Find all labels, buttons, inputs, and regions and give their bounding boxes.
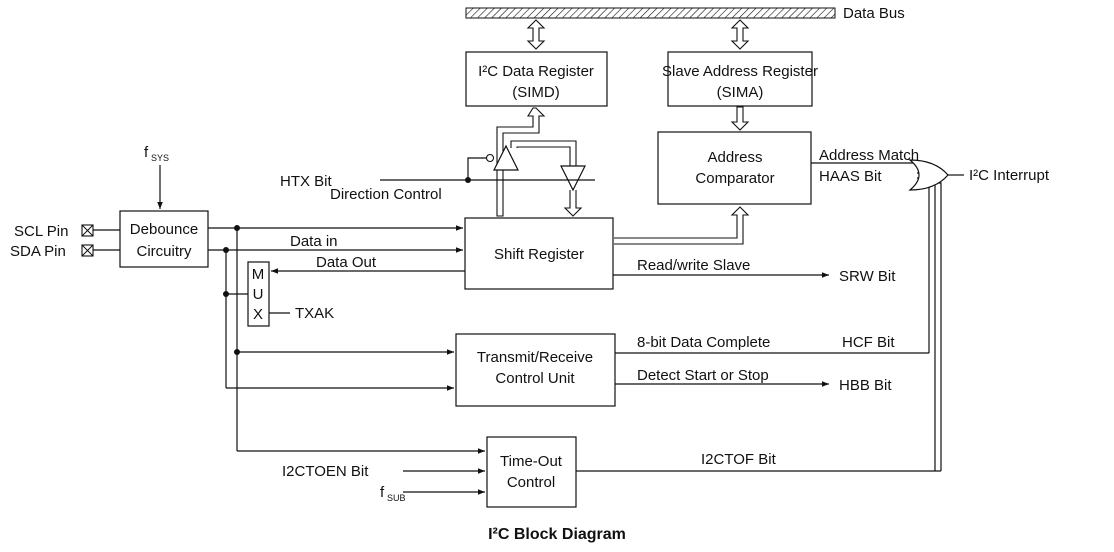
read-write-slave-label: Read/write Slave	[637, 257, 750, 274]
debounce-circuitry-block	[119, 210, 209, 268]
sima-to-comparator-arrow	[730, 106, 750, 131]
trcu-scl-junction	[234, 349, 240, 355]
debounce-title: Debounce	[130, 221, 198, 238]
scl-pin-icon	[81, 224, 94, 237]
address-comparator-block	[657, 131, 812, 205]
txak-label: TXAK	[295, 305, 334, 322]
htx-to-buffer-line	[467, 157, 486, 180]
simd-out-bus	[496, 107, 546, 217]
fsys-label: f	[144, 144, 149, 161]
htx-bit-label: HTX Bit	[280, 173, 333, 190]
i2ctof-feed-wire	[917, 177, 936, 471]
fsub-subscript: SUB	[387, 493, 406, 503]
fsys-subscript: SYS	[151, 153, 169, 163]
time-out-control-block	[486, 436, 577, 508]
inverter-bubble	[485, 153, 495, 163]
fsub-label: f	[380, 484, 385, 501]
direction-control-label: Direction Control	[330, 186, 442, 203]
trcu-subtitle: Control Unit	[495, 370, 575, 387]
data-in-label: Data in	[290, 233, 338, 250]
srw-bit-label: SRW Bit	[839, 268, 896, 285]
timeout-subtitle: Control	[507, 474, 555, 491]
sda-pin-label: SDA Pin	[10, 243, 66, 260]
comparator-subtitle: Comparator	[695, 170, 774, 187]
haas-bit-label: HAAS Bit	[819, 168, 882, 185]
shift-register-title: Shift Register	[494, 246, 584, 263]
hcf-feed-line	[917, 172, 930, 353]
address-match-label: Address Match	[819, 147, 919, 164]
transmit-receive-control-block	[455, 333, 616, 407]
data-bus-label: Data Bus	[843, 5, 905, 22]
data-bus-bar	[465, 7, 836, 19]
diagram-caption: I²C Block Diagram	[488, 526, 626, 543]
hbb-bit-label: HBB Bit	[839, 377, 892, 394]
tristate-buffer-up	[493, 144, 519, 171]
sima-bus-arrow	[730, 19, 750, 50]
i2c-interrupt-label: I²C Interrupt	[969, 167, 1050, 184]
trcu-title: Transmit/Receive	[477, 349, 593, 366]
simd-in-bus-top	[510, 140, 577, 166]
timeout-title: Time-Out	[500, 453, 563, 470]
hcf-bit-label: HCF Bit	[842, 334, 895, 351]
or-gate	[908, 159, 949, 191]
eight-bit-complete-label: 8-bit Data Complete	[637, 334, 770, 351]
sima-subtitle: (SIMA)	[717, 84, 764, 101]
sima-register-block	[667, 51, 813, 107]
simd-title: I²C Data Register	[478, 63, 594, 80]
simd-subtitle: (SIMD)	[512, 84, 560, 101]
simd-bus-arrow	[526, 19, 546, 50]
shift-to-comparator-bus	[614, 206, 750, 245]
i2ctof-bit-label: I2CTOF Bit	[701, 451, 777, 468]
mux-letter-u: U	[253, 286, 264, 303]
sima-title: Slave Address Register	[662, 63, 818, 80]
debounce-subtitle: Circuitry	[137, 243, 192, 260]
detect-start-stop-label: Detect Start or Stop	[637, 367, 769, 384]
data-out-label: Data Out	[316, 254, 377, 271]
shift-in-bus-arrow	[563, 190, 583, 217]
comparator-title: Address	[707, 149, 762, 166]
mux-letter-x: X	[253, 306, 263, 323]
simd-register-block	[465, 51, 608, 107]
scl-pin-label: SCL Pin	[14, 223, 68, 240]
mux-letter-m: M	[252, 266, 265, 283]
shift-register-block	[464, 217, 614, 290]
mux-junction	[223, 291, 229, 297]
sda-pin-icon	[81, 244, 94, 257]
simd-in-bus-inner	[516, 146, 571, 166]
i2ctoen-bit-label: I2CTOEN Bit	[282, 463, 369, 480]
tristate-buffer-down	[560, 165, 586, 192]
